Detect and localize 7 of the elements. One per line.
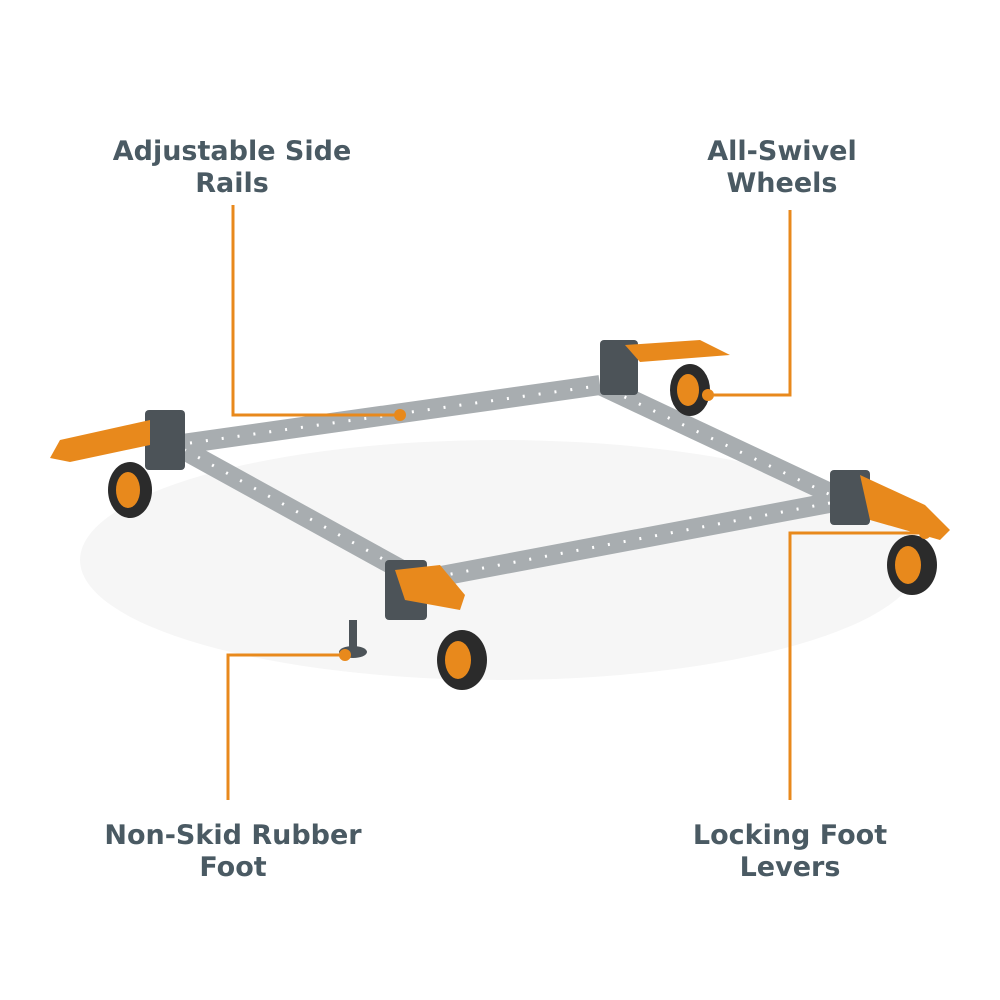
callout-label: All-Swivel Wheels [706,136,858,200]
callout-label: Locking Foot Levers [692,820,888,884]
callout-label: Non-Skid Rubber Foot [103,820,363,884]
leader-line [232,205,406,421]
callout-label: Adjustable Side Rails [112,136,352,200]
leader-line [226,649,351,800]
leader-line [702,210,792,401]
